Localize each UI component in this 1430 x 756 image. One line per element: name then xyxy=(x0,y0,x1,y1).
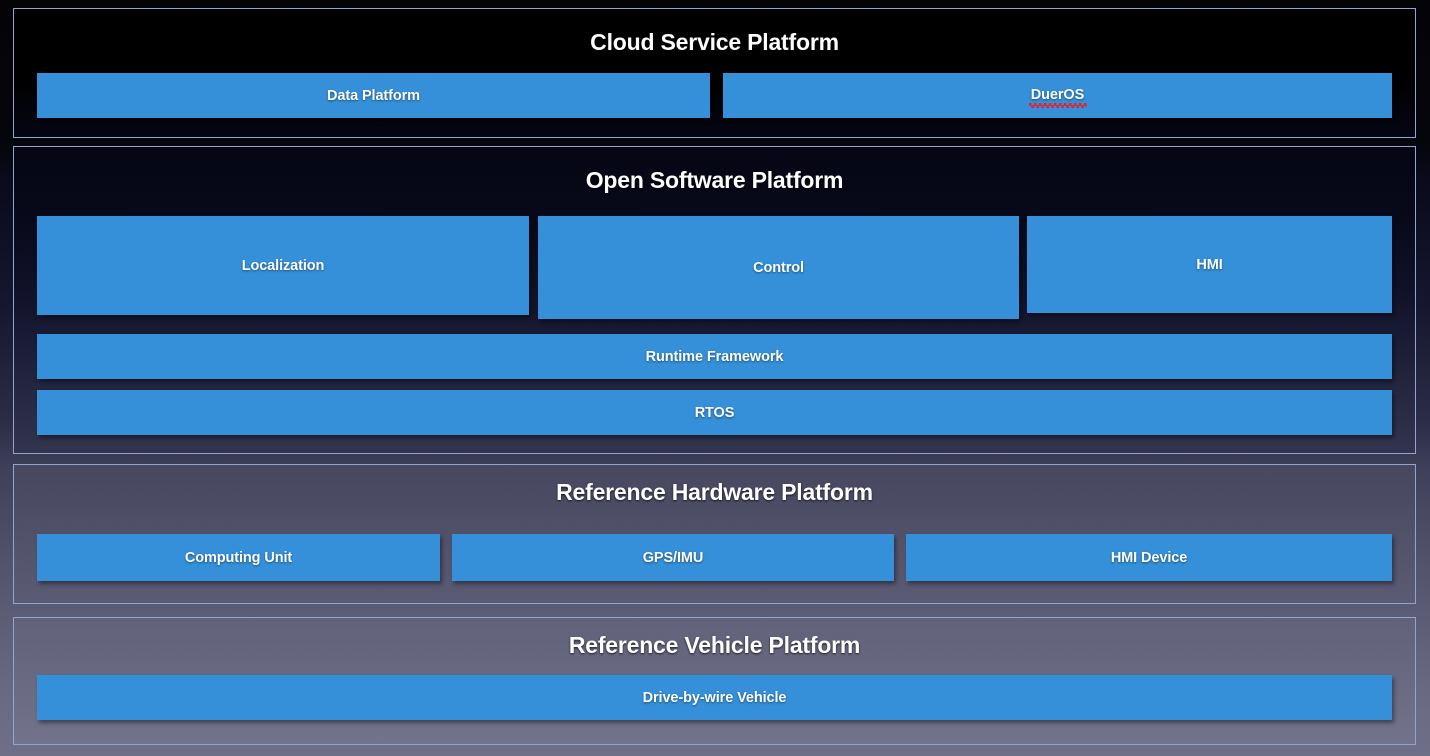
box-label-drive-by-wire-vehicle: Drive-by-wire Vehicle xyxy=(642,689,787,706)
box-label-gps-imu: GPS/IMU xyxy=(642,549,704,566)
box-dueros[interactable]: DuerOS xyxy=(723,73,1392,118)
layer-open-software-platform: Open Software Platform Localization Cont… xyxy=(13,146,1416,454)
layer-title-open-software-platform: Open Software Platform xyxy=(585,167,844,193)
box-label-runtime-framework: Runtime Framework xyxy=(645,348,784,365)
box-runtime-framework[interactable]: Runtime Framework xyxy=(37,334,1392,379)
layer-title-cloud-service-platform: Cloud Service Platform xyxy=(590,29,839,55)
box-label-control: Control xyxy=(753,259,804,276)
box-label-data-platform: Data Platform xyxy=(327,87,420,104)
box-hmi[interactable]: HMI xyxy=(1027,216,1392,313)
box-hmi-device[interactable]: HMI Device xyxy=(906,534,1392,581)
box-label-hmi: HMI xyxy=(1196,256,1223,273)
box-label-localization: Localization xyxy=(241,257,325,274)
box-label-dueros: DuerOS xyxy=(1028,87,1088,108)
box-label-computing-unit: Computing Unit xyxy=(184,549,293,566)
layer-cloud-service-platform: Cloud Service Platform Data Platform Due… xyxy=(13,8,1416,138)
layer-title-reference-vehicle-platform: Reference Vehicle Platform xyxy=(568,632,861,658)
box-computing-unit[interactable]: Computing Unit xyxy=(37,534,440,581)
layer-title-reference-hardware-platform: Reference Hardware Platform xyxy=(556,479,873,505)
box-rtos[interactable]: RTOS xyxy=(37,390,1392,435)
box-localization[interactable]: Localization xyxy=(37,216,529,315)
layer-reference-hardware-platform: Reference Hardware Platform Computing Un… xyxy=(13,464,1416,604)
box-gps-imu[interactable]: GPS/IMU xyxy=(452,534,894,581)
box-drive-by-wire-vehicle[interactable]: Drive-by-wire Vehicle xyxy=(37,675,1392,720)
box-label-hmi-device: HMI Device xyxy=(1110,549,1188,566)
box-control[interactable]: Control xyxy=(538,216,1019,319)
layer-reference-vehicle-platform: Reference Vehicle Platform Drive-by-wire… xyxy=(13,617,1416,745)
box-label-rtos: RTOS xyxy=(694,404,735,421)
box-data-platform[interactable]: Data Platform xyxy=(37,73,710,118)
